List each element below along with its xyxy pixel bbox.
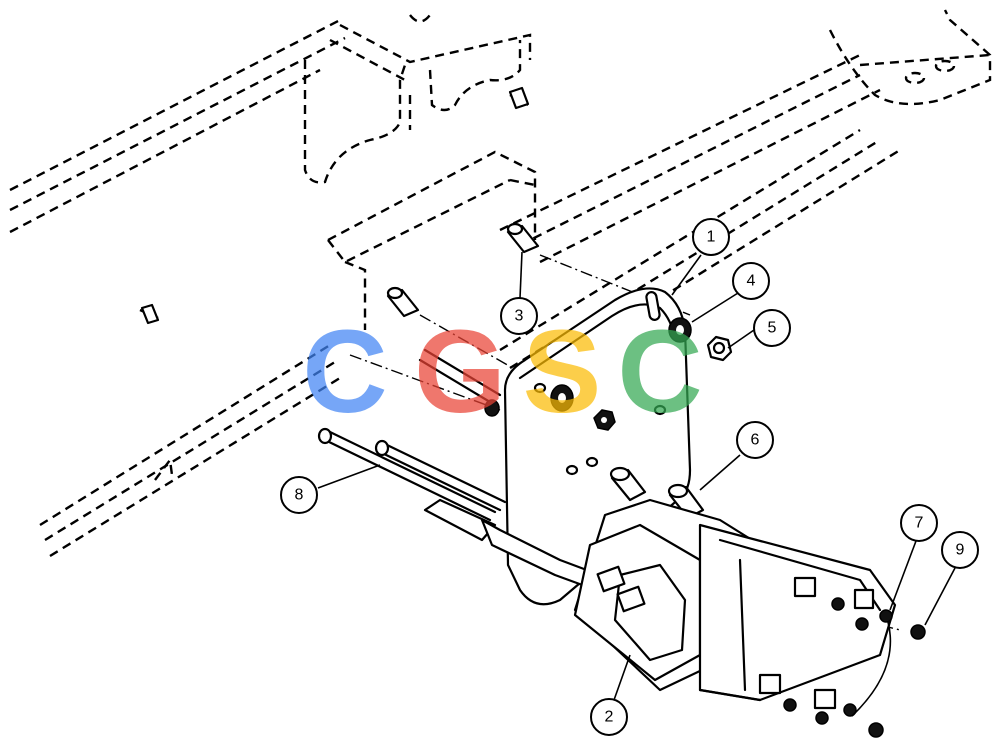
plate-hole — [653, 404, 667, 416]
callout-label: 7 — [915, 515, 924, 532]
callout-label: 5 — [768, 320, 777, 337]
frame-rail-lower — [39, 128, 901, 558]
washer-nut-plate — [550, 384, 616, 431]
stud-upper — [506, 222, 540, 254]
nut-item-5 — [706, 335, 733, 362]
washer-item-4 — [668, 317, 692, 343]
watermark: C G S C — [302, 306, 702, 438]
callout-label: 3 — [515, 308, 524, 325]
callout-leaders — [317, 251, 956, 701]
frame-rail-upper — [9, 18, 881, 264]
nuts-item-9 — [868, 624, 926, 738]
watermark-letter: C — [617, 306, 702, 438]
callout-label: 9 — [956, 542, 965, 559]
plate-hole — [565, 464, 579, 476]
callout-8: 8 — [280, 476, 318, 514]
callout-label: 1 — [707, 229, 716, 246]
watermark-letter: C — [302, 306, 387, 438]
callout-4: 4 — [732, 262, 770, 300]
callout-7: 7 — [900, 504, 938, 542]
callout-3: 3 — [500, 297, 538, 335]
callout-5: 5 — [753, 309, 791, 347]
watermark-letter: S — [523, 306, 602, 438]
plate-slot — [645, 291, 661, 321]
mounting-channel — [327, 150, 537, 330]
callout-6: 6 — [736, 421, 774, 459]
callout-9: 9 — [941, 531, 979, 569]
stud-pin-left — [140, 303, 160, 325]
stud-middle — [386, 286, 420, 318]
callout-label: 6 — [751, 432, 760, 449]
callout-1: 1 — [692, 218, 730, 256]
plate-hole — [533, 382, 547, 394]
actuator-item-2 — [573, 498, 897, 725]
rear-bracket — [828, 9, 992, 106]
stud-pin-upper-left — [508, 86, 530, 110]
watermark-letter: G — [414, 306, 506, 438]
callout-2: 2 — [590, 698, 628, 736]
callout-label: 8 — [295, 487, 304, 504]
washer-alignment-item-7 — [851, 621, 892, 717]
frame-crossmember-bracket — [139, 14, 532, 320]
plate-hole — [585, 456, 599, 468]
callout-label: 2 — [605, 709, 614, 726]
callout-label: 4 — [747, 273, 756, 290]
bolts-item-8 — [317, 348, 507, 522]
